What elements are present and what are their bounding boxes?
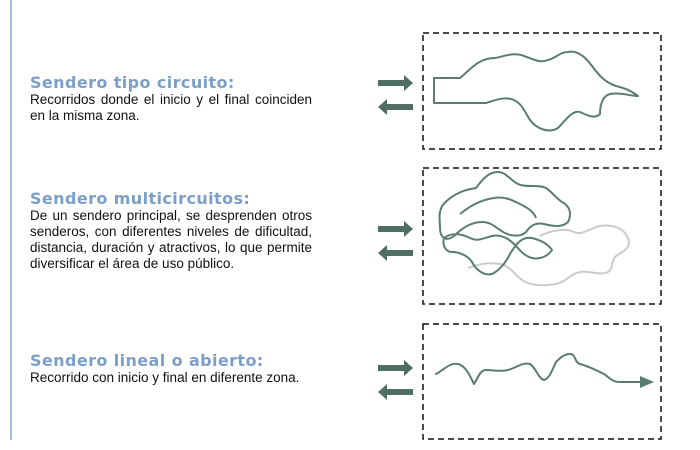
linear-trail-path [435, 353, 643, 385]
section-multicircuit: Sendero multicircuitos: De un sendero pr… [30, 190, 312, 272]
multicircuit-trails [438, 171, 630, 287]
secondary-trail-path [467, 224, 630, 287]
arrow-left-icon [378, 245, 413, 261]
arrow-left-icon [378, 384, 413, 400]
inner-loop-path [459, 196, 537, 219]
section-description: Recorridos donde el inicio y el final co… [30, 92, 312, 123]
section-circuit: Sendero tipo circuito: Recorridos donde … [30, 74, 312, 124]
section-title: Sendero multicircuitos: [30, 189, 251, 208]
section-title: Sendero lineal o abierto: [30, 351, 264, 370]
section-title: Sendero tipo circuito: [30, 73, 235, 92]
section-description: De un sendero principal, se desprenden o… [30, 208, 312, 271]
frame-circuit [422, 32, 662, 150]
main-loop-path [438, 171, 571, 240]
arrow-pair-multicircuit [378, 221, 413, 261]
arrow-right-icon [378, 221, 413, 237]
arrow-pair-circuit [378, 75, 413, 115]
frame-multicircuit [422, 167, 662, 305]
arrow-left-icon [378, 99, 413, 115]
circuit-trail-path [433, 50, 639, 132]
arrow-right-icon [378, 75, 413, 91]
section-description: Recorrido con inicio y final en diferent… [30, 370, 300, 385]
section-linear: Sendero lineal o abierto: Recorrido con … [30, 352, 312, 386]
lower-loop-path [442, 233, 553, 276]
frame-linear [422, 323, 662, 440]
arrow-right-icon [378, 360, 413, 376]
arrow-pair-linear [378, 360, 413, 400]
trail-end-arrow-icon [640, 376, 654, 388]
left-divider-line [10, 0, 12, 440]
